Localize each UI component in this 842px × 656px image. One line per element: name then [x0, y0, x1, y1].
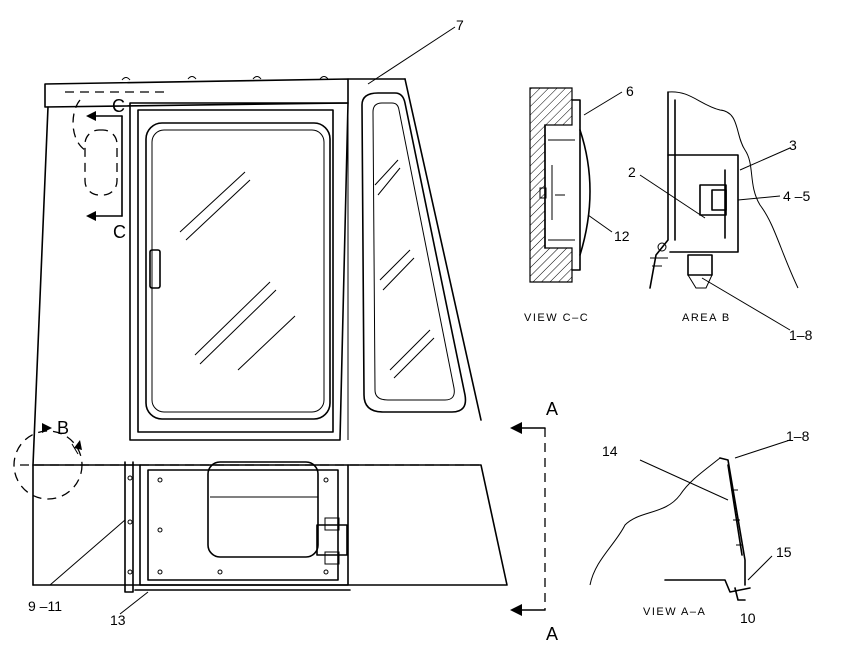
callout-2: 2 — [628, 164, 636, 180]
section-mark-c-top: C — [112, 96, 125, 116]
view-aa-detail — [589, 439, 791, 601]
callout-6: 6 — [626, 83, 634, 99]
callout-1-8-area-b: 1–8 — [789, 327, 813, 343]
callout-1-8-view-aa: 1–8 — [786, 428, 810, 444]
view-titles: VIEW C–C AREA B VIEW A–A — [524, 312, 731, 618]
section-mark-b: B — [57, 418, 69, 438]
callout-12: 12 — [614, 228, 630, 244]
view-cc-title: VIEW C–C — [524, 312, 589, 324]
callout-15: 15 — [776, 544, 792, 560]
section-mark-c-bottom: C — [113, 222, 126, 242]
area-b-title: AREA B — [682, 312, 731, 324]
callout-13: 13 — [110, 612, 126, 628]
callout-9-11: 9 –11 — [28, 598, 62, 614]
section-mark-a-top: A — [546, 399, 558, 419]
callout-labels: 7 6 12 3 2 4 –5 1–8 1–8 14 15 10 9 –11 1… — [28, 17, 813, 628]
area-b-detail — [639, 91, 799, 331]
cab-main-view — [13, 26, 546, 616]
view-cc-detail — [529, 87, 623, 283]
callout-4-5: 4 –5 — [783, 188, 810, 204]
callout-14: 14 — [602, 443, 618, 459]
view-aa-title: VIEW A–A — [643, 606, 706, 618]
section-mark-a-bottom: A — [546, 624, 558, 644]
callout-7: 7 — [456, 17, 464, 33]
callout-10: 10 — [740, 610, 756, 626]
section-marks: C C B A A — [57, 96, 558, 644]
callout-3: 3 — [789, 137, 797, 153]
